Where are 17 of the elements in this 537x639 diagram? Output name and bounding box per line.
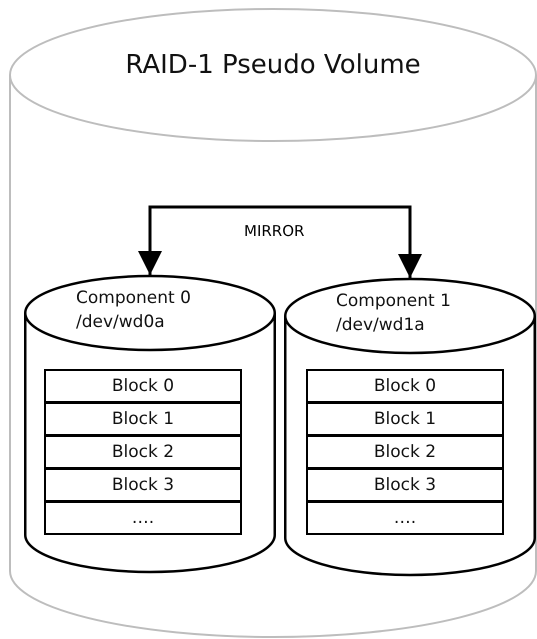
block-row: Block 0 [306, 369, 504, 403]
block-row: Block 1 [44, 402, 242, 436]
block-row: Block 0 [44, 369, 242, 403]
cylinder [24, 275, 276, 573]
block-row: Block 2 [44, 435, 242, 469]
cylinder [9, 8, 537, 638]
arrow [138, 206, 422, 278]
cylinder [284, 278, 536, 576]
volume-title: RAID-1 Pseudo Volume [124, 50, 422, 80]
block-row: Block 3 [306, 468, 504, 502]
block-row: …. [44, 501, 242, 535]
block-row: Block 3 [44, 468, 242, 502]
block-row: Block 2 [306, 435, 504, 469]
block-row: …. [306, 501, 504, 535]
block-row: Block 1 [306, 402, 504, 436]
component-label: Component 0 /dev/wd0a [76, 287, 192, 334]
component-label: Component 1 /dev/wd1a [336, 290, 452, 337]
